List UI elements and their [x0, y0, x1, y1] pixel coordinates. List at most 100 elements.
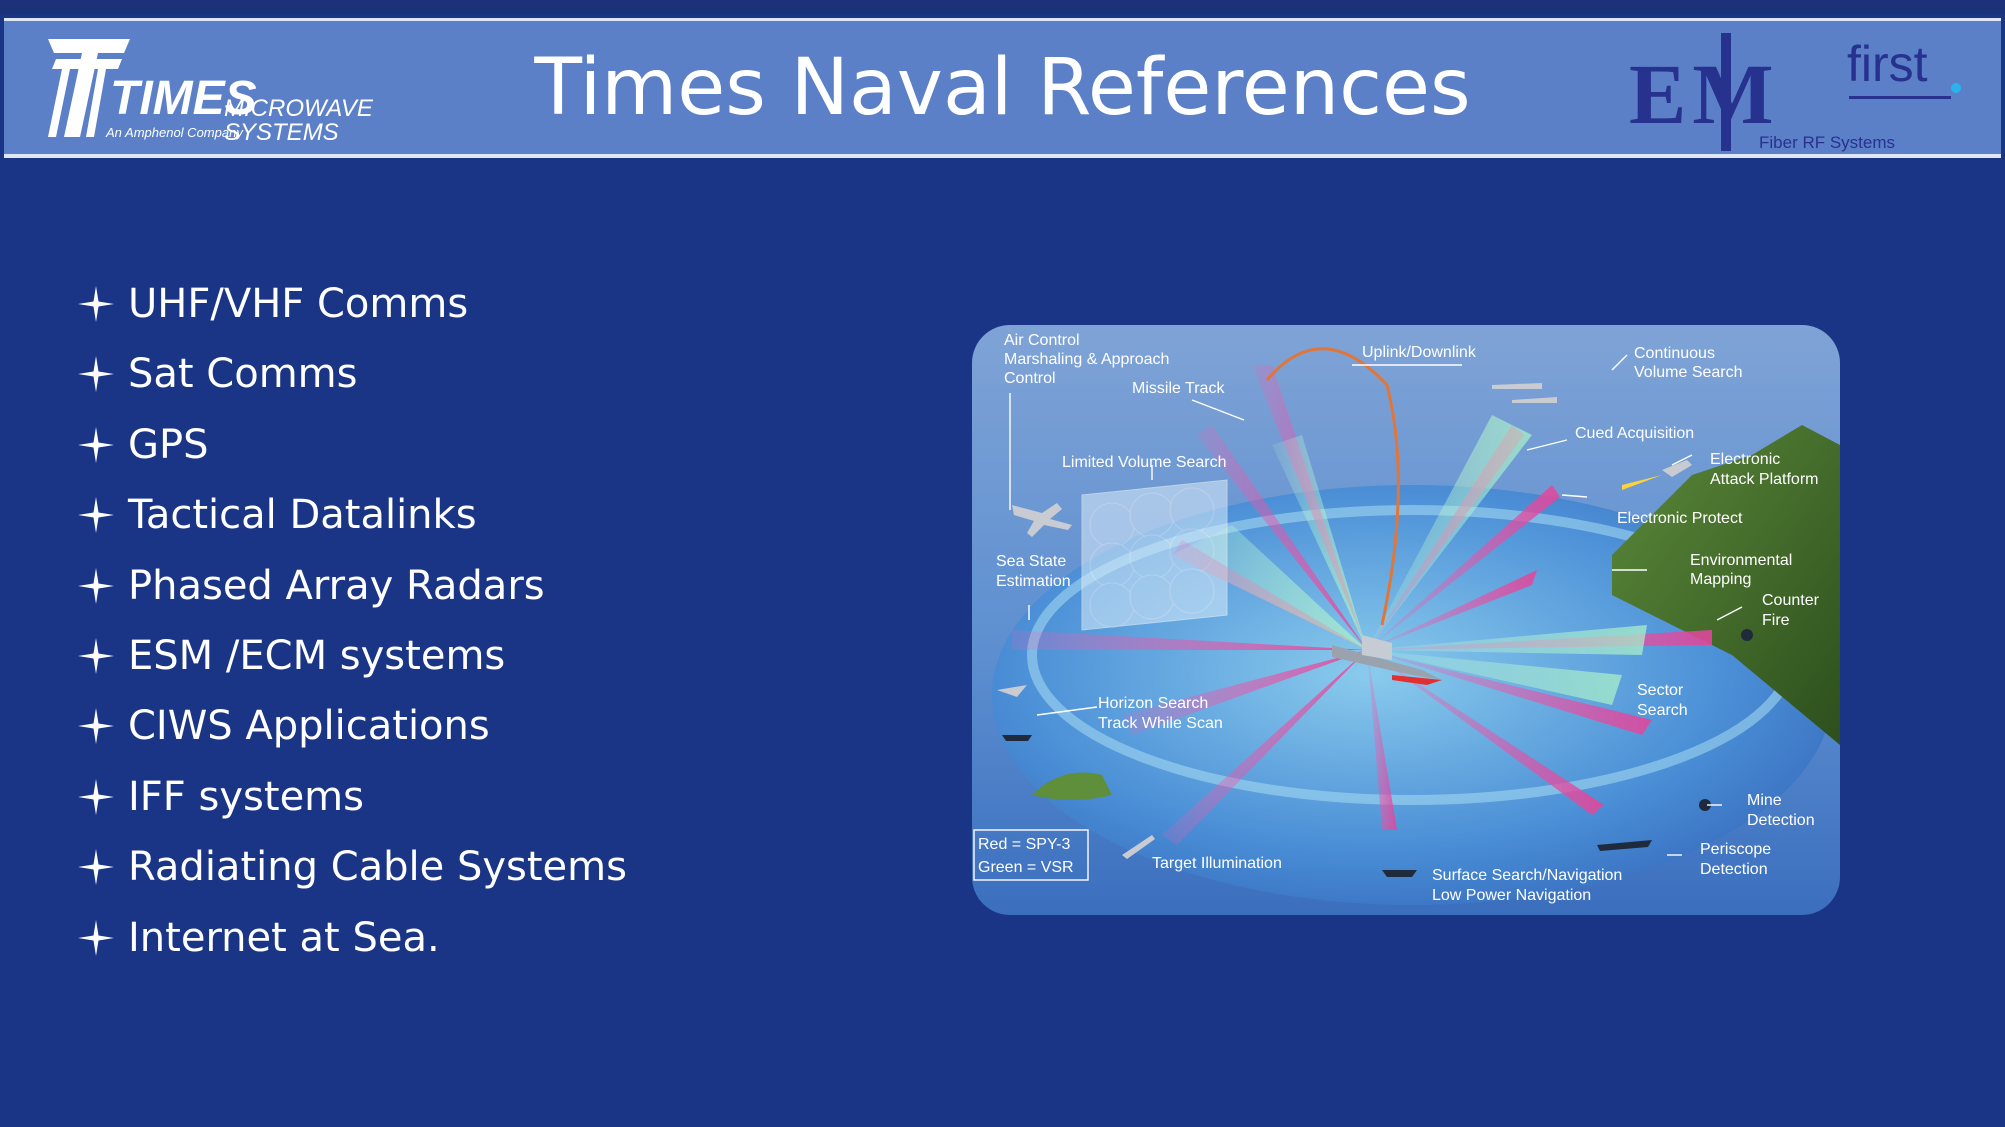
- label-missile-track: Missile Track: [1132, 380, 1225, 397]
- label-sea-state-2: Estimation: [996, 573, 1071, 590]
- label-air-control-3: Control: [1004, 370, 1056, 387]
- bullet-text: Phased Array Radars: [128, 562, 545, 609]
- label-ep: Electronic Protect: [1617, 510, 1743, 527]
- label-mine-2: Detection: [1747, 812, 1815, 829]
- beam-red-ep: [1367, 485, 1560, 650]
- label-counter-2: Fire: [1762, 612, 1790, 629]
- radar-diagram-svg: Air Control Marshaling & Approach Contro…: [972, 325, 1840, 915]
- times-microwave-logo: TIMES MICROWAVE SYSTEMS An Amphenol Comp…: [44, 37, 444, 149]
- four-point-star-icon: [78, 426, 114, 463]
- four-point-star-icon: [78, 356, 114, 393]
- beam-red-target: [1162, 650, 1367, 845]
- label-counter-1: Counter: [1762, 592, 1820, 609]
- beam-red-periscope: [1367, 650, 1604, 815]
- ship-icon: [1332, 635, 1442, 685]
- legend-red: Red = SPY-3: [978, 836, 1070, 853]
- four-point-star-icon: [78, 286, 114, 322]
- four-point-star-icon: [78, 849, 114, 886]
- beam-red-surface: [1367, 650, 1397, 830]
- radar-beams: [1012, 365, 1712, 845]
- beam-green-sector: [1367, 650, 1622, 705]
- bullet-item: Radiating Cable Systems: [78, 835, 798, 905]
- bullet-item: Internet at Sea.: [78, 906, 798, 976]
- beam-green-limited: [1172, 525, 1367, 650]
- beam-green-cued: [1367, 415, 1532, 650]
- bullet-list: UHF/VHF Comms Sat Comms GPS Tactical Dat…: [78, 272, 798, 976]
- emfirst-logo-bar: [1721, 33, 1731, 151]
- surface-vessel-icon: [1002, 629, 1753, 877]
- four-point-star-icon: [78, 637, 114, 674]
- four-point-star-icon: [78, 708, 114, 745]
- bullet-item: CIWS Applications: [78, 694, 798, 764]
- label-periscope-1: Periscope: [1700, 841, 1771, 858]
- emfirst-logo-dot-icon: [1951, 83, 1961, 93]
- four-point-star-icon: [78, 567, 114, 604]
- label-limited: Limited Volume Search: [1062, 454, 1227, 471]
- diagram-island-icon: [1032, 772, 1112, 800]
- label-air-control-2: Marshaling & Approach: [1004, 351, 1169, 368]
- emfirst-logo-underline: [1849, 96, 1951, 99]
- times-t-logo-icon: [48, 39, 130, 137]
- top-stripe: [0, 0, 2005, 14]
- beam-red-horizon-search: [1122, 650, 1367, 735]
- radar-diagram: Air Control Marshaling & Approach Contro…: [972, 325, 1840, 915]
- bullet-item: IFF systems: [78, 765, 798, 835]
- bullet-text: CIWS Applications: [128, 703, 490, 750]
- beam-red-horizon: [1012, 630, 1367, 650]
- ea-jamming-icon: [1622, 475, 1662, 490]
- limited-volume-search-cells: [1081, 479, 1228, 631]
- label-surface-2: Low Power Navigation: [1432, 887, 1591, 904]
- label-env-2: Mapping: [1690, 571, 1751, 588]
- legend-green: Green = VSR: [978, 859, 1074, 876]
- label-mine-1: Mine: [1747, 792, 1782, 809]
- label-periscope-2: Detection: [1700, 861, 1768, 878]
- label-horizon-2: Track While Scan: [1098, 715, 1223, 732]
- label-continuous-1: Continuous: [1634, 345, 1715, 362]
- bullet-text: Internet at Sea.: [128, 914, 440, 961]
- label-continuous-2: Volume Search: [1634, 364, 1743, 381]
- emfirst-logo-word: EM: [1629, 46, 1780, 142]
- label-sea-state-1: Sea State: [996, 553, 1066, 570]
- bullet-text: GPS: [128, 421, 209, 468]
- bullet-item: ESM /ECM systems: [78, 624, 798, 694]
- emfirst-logo-subtitle: Fiber RF Systems: [1759, 133, 1896, 152]
- diagram-legend: Red = SPY-3 Green = VSR: [973, 829, 1089, 881]
- label-arrows: [1009, 354, 1743, 856]
- label-horizon-1: Horizon Search: [1098, 695, 1208, 712]
- times-logo-subtitle: MICROWAVE SYSTEMS: [224, 95, 373, 146]
- bullet-text: Tactical Datalinks: [128, 492, 477, 539]
- aircraft-icon: [997, 383, 1692, 859]
- beam-red-env: [1367, 570, 1537, 650]
- bullet-text: ESM /ECM systems: [128, 632, 506, 679]
- beam-green-missile: [1272, 435, 1367, 650]
- bullet-text: UHF/VHF Comms: [128, 281, 469, 327]
- four-point-star-icon: [78, 497, 114, 534]
- label-ea-1: Electronic: [1710, 451, 1780, 468]
- bullet-item: Tactical Datalinks: [78, 483, 798, 553]
- bullet-text: IFF systems: [128, 773, 364, 820]
- bullet-item: Sat Comms: [78, 342, 798, 412]
- times-logo-tagline: An Amphenol Company: [106, 125, 243, 140]
- beam-red-missile: [1197, 425, 1367, 650]
- emfirst-logo-sup: first: [1847, 36, 1928, 92]
- times-logo-word: TIMES: [110, 72, 257, 125]
- header-banner: TIMES MICROWAVE SYSTEMS An Amphenol Comp…: [4, 18, 2001, 158]
- bullet-item: Phased Array Radars: [78, 554, 798, 624]
- four-point-star-icon: [78, 778, 114, 815]
- label-sector-1: Sector: [1637, 682, 1684, 699]
- label-air-control-1: Air Control: [1004, 332, 1080, 349]
- bullet-text: Radiating Cable Systems: [128, 844, 627, 891]
- bullet-item: UHF/VHF Comms: [78, 272, 798, 342]
- emfirst-logo: EM first Fiber RF Systems: [1629, 31, 1969, 156]
- label-cued: Cued Acquisition: [1575, 425, 1694, 442]
- label-target: Target Illumination: [1152, 855, 1282, 872]
- label-uplink: Uplink/Downlink: [1362, 344, 1477, 361]
- label-ea-2: Attack Platform: [1710, 471, 1818, 488]
- bullet-text: Sat Comms: [128, 351, 358, 398]
- label-env-1: Environmental: [1690, 552, 1792, 569]
- uplink-arc: [1265, 347, 1400, 626]
- diagram-labels: Air Control Marshaling & Approach Contro…: [996, 332, 1820, 904]
- bullet-item: GPS: [78, 413, 798, 483]
- beam-red-mine: [1367, 650, 1652, 735]
